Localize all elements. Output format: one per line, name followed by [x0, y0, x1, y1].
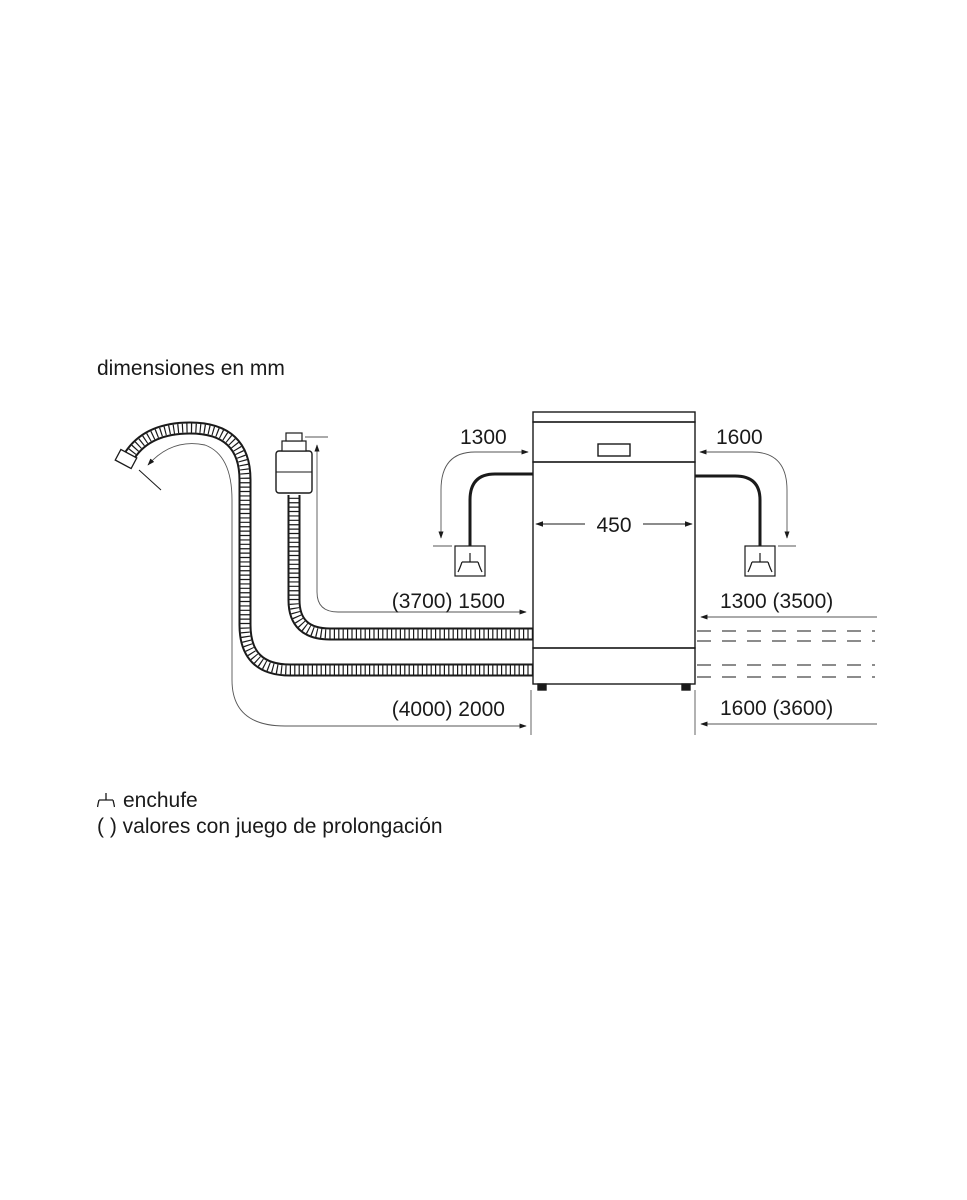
- cable-reach-left-label: 1300: [460, 426, 507, 449]
- drain-dimension-left: [147, 443, 527, 729]
- extension-lines: [530, 690, 696, 735]
- right-dashed-hoses: [697, 630, 875, 678]
- inlet-dimension-right-label: 1300 (3500): [720, 590, 833, 613]
- socket-left: [454, 545, 486, 577]
- cable-reach-right-label: 1600: [716, 426, 763, 449]
- inlet-dimension-left: [305, 436, 527, 615]
- legend-plug-label: enchufe: [123, 789, 198, 812]
- diagram-title: dimensiones en mm: [97, 357, 285, 380]
- drain-dimension-left-label: (4000) 2000: [392, 698, 505, 721]
- legend-brackets: ( ) valores con juego de prolongación: [97, 815, 443, 839]
- inlet-dimension-left-label: (3700) 1500: [392, 590, 505, 613]
- socket-right: [744, 545, 776, 577]
- legend-plug: enchufe: [97, 789, 198, 813]
- plug-icon: [97, 793, 115, 808]
- cable-reach-left: [433, 449, 529, 547]
- drain-dimension-right-label: 1600 (3600): [720, 697, 833, 720]
- cable-reach-right: [699, 449, 796, 547]
- width-dimension: 450: [535, 514, 693, 537]
- width-label: 450: [596, 514, 631, 537]
- dishwasher: [532, 411, 696, 691]
- legend-brackets-label: ( ) valores con juego de prolongación: [97, 815, 443, 838]
